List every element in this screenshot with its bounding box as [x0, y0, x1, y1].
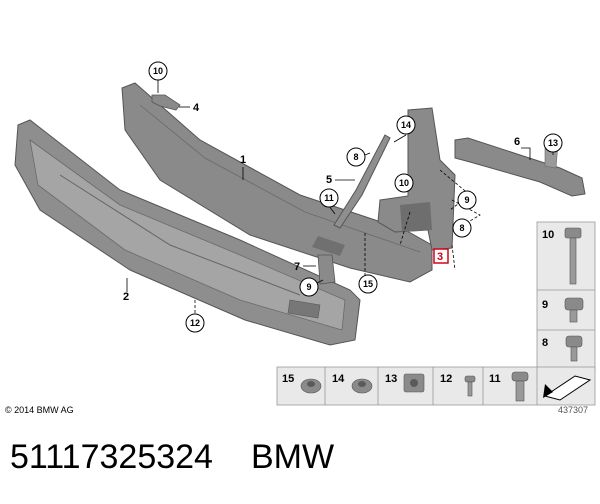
svg-text:10: 10: [542, 229, 554, 241]
direction-arrow-icon: [543, 375, 592, 401]
svg-text:14: 14: [332, 373, 345, 385]
fastener-13-clip-nut[interactable]: 13: [385, 373, 425, 393]
svg-text:9: 9: [306, 282, 311, 292]
diagram-number: 437307: [557, 405, 588, 415]
callout-12[interactable]: 12: [185, 313, 205, 333]
part-label-3-box: [433, 248, 449, 264]
clip-4[interactable]: [151, 94, 181, 111]
fastener-10-bolt[interactable]: 10: [542, 227, 582, 285]
strut-5[interactable]: [333, 134, 391, 229]
bracket-3[interactable]: [377, 107, 456, 251]
svg-text:14: 14: [401, 120, 411, 130]
svg-text:9: 9: [542, 299, 548, 311]
fastener-panel-bottom: [276, 366, 596, 406]
svg-text:13: 13: [548, 138, 558, 148]
part-label-6[interactable]: 6: [514, 136, 520, 148]
part-label-2[interactable]: 2: [123, 291, 129, 303]
callout-10-mid[interactable]: 10: [394, 173, 414, 193]
part-number: 51117325324: [10, 438, 213, 476]
callout-9-b[interactable]: 9: [299, 277, 319, 297]
callout-8-a[interactable]: 8: [346, 147, 366, 167]
svg-text:9: 9: [464, 195, 469, 205]
part-label-1[interactable]: 1: [240, 154, 246, 166]
part-label-7[interactable]: 7: [294, 261, 300, 273]
svg-text:8: 8: [353, 152, 358, 162]
fastener-9-bolt[interactable]: 9: [542, 297, 584, 323]
svg-text:10: 10: [153, 66, 163, 76]
part-label-4[interactable]: 4: [193, 102, 200, 114]
callout-15[interactable]: 15: [358, 274, 378, 294]
part-label-3[interactable]: 3: [437, 251, 443, 263]
parts-diagram: 1 2 3 4 5 6 7 10 14 8 13 11 10 9 8 9 15 …: [14, 61, 596, 406]
fastener-14-nut[interactable]: 14: [332, 373, 373, 394]
fastener-8-bolt[interactable]: 8: [542, 335, 583, 362]
callout-14-top[interactable]: 14: [396, 115, 416, 135]
svg-text:8: 8: [459, 223, 464, 233]
svg-text:12: 12: [440, 373, 452, 385]
brand-name: BMW: [250, 438, 335, 476]
callout-8-b[interactable]: 8: [452, 218, 472, 238]
callout-9-a[interactable]: 9: [457, 190, 477, 210]
part-caption: 51117325324 BMW: [10, 438, 334, 477]
callout-11[interactable]: 11: [319, 188, 339, 208]
callout-10-top[interactable]: 10: [148, 61, 168, 81]
part-label-5[interactable]: 5: [326, 174, 332, 186]
upper-beam-1[interactable]: [121, 82, 433, 283]
svg-text:15: 15: [363, 279, 373, 289]
svg-text:8: 8: [542, 337, 548, 349]
svg-text:13: 13: [385, 373, 397, 385]
svg-text:15: 15: [282, 373, 294, 385]
callout-13-top[interactable]: 13: [543, 133, 563, 153]
svg-text:10: 10: [399, 178, 409, 188]
copyright-notice: © 2014 BMW AG: [5, 405, 74, 415]
svg-text:11: 11: [489, 373, 501, 385]
fastener-panel-right: [536, 221, 596, 373]
svg-text:11: 11: [324, 193, 334, 203]
bumper-carrier-2[interactable]: [14, 119, 361, 346]
fastener-15-nut[interactable]: 15: [282, 373, 322, 394]
fastener-11-bolt[interactable]: 11: [489, 371, 529, 402]
fastener-12-rivet[interactable]: 12: [440, 373, 476, 397]
bracket-7[interactable]: [317, 254, 336, 285]
svg-text:12: 12: [190, 318, 200, 328]
